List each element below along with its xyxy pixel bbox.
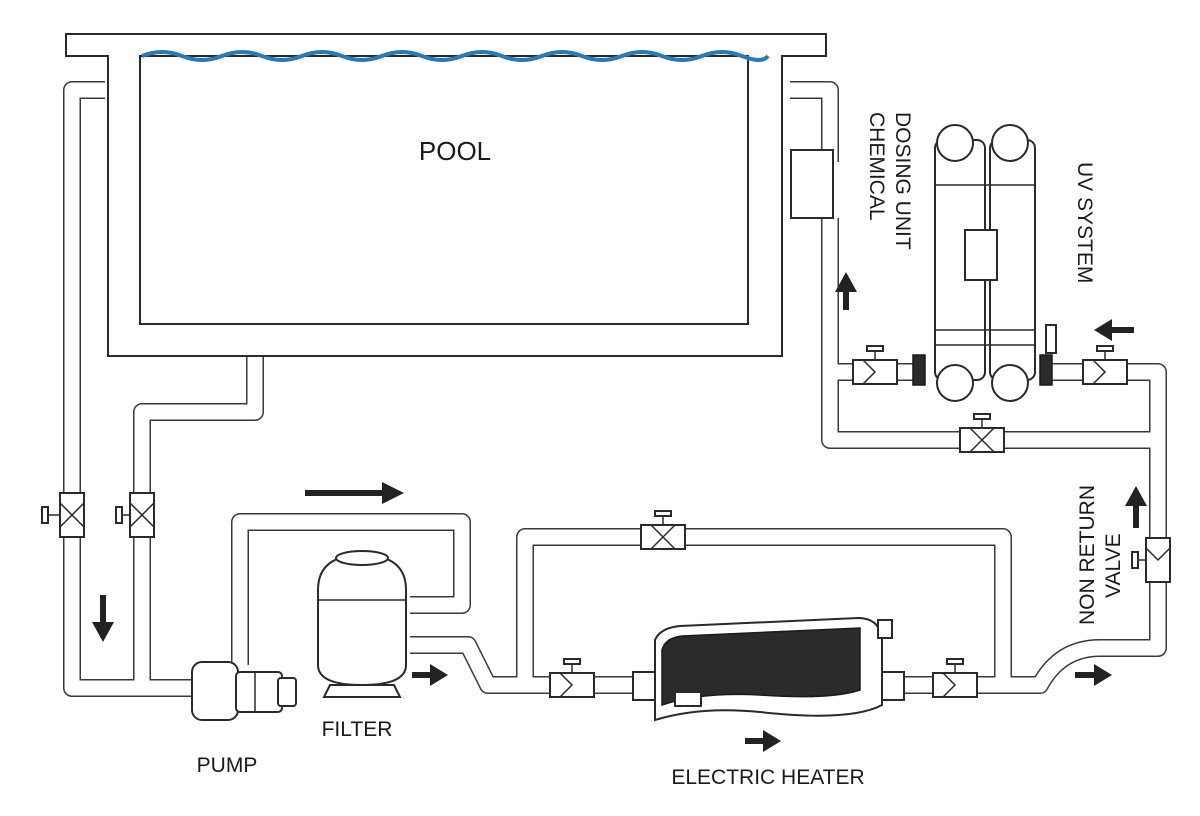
flow-arrow-icon (412, 664, 448, 686)
valve-icon (41, 492, 85, 538)
flow-arrow-icon (1094, 319, 1134, 341)
non-return-label-line1: NON RETURN (1076, 485, 1099, 625)
valves (41, 345, 1171, 698)
chemical-dosing-unit: CHEMICAL DOSING UNIT (790, 112, 914, 250)
uv-system-label: UV SYSTEM (1073, 162, 1096, 283)
pump-label: PUMP (197, 754, 258, 777)
uv-system: UV SYSTEM (912, 124, 1096, 402)
valve-icon (115, 492, 155, 538)
valve-icon (549, 658, 595, 698)
flow-arrow-icon (92, 595, 114, 642)
filter-label: FILTER (322, 718, 393, 741)
heater-label: ELECTRIC HEATER (671, 766, 864, 789)
valve-icon (640, 510, 686, 550)
flow-arrow-icon (1125, 486, 1147, 528)
valve-icon (852, 345, 898, 385)
water-surface (141, 50, 770, 62)
flow-arrow-icon (745, 730, 781, 752)
sand-filter: FILTER (317, 550, 407, 741)
chemical-dosing-label-line2: DOSING UNIT (891, 112, 914, 250)
pool-label: POOL (419, 136, 491, 166)
non-return-valve-icon (1131, 537, 1171, 583)
pool-basin: POOL (65, 33, 827, 357)
valve-icon (932, 658, 978, 698)
electric-heater: ELECTRIC HEATER (632, 616, 905, 789)
flow-arrow-icon (305, 482, 404, 504)
non-return-label-line2: VALVE (1102, 533, 1125, 598)
valve-icon (959, 413, 1005, 453)
chemical-dosing-label-line1: CHEMICAL (865, 112, 888, 221)
flow-arrow-icon (835, 272, 857, 310)
valve-icon (1082, 345, 1128, 385)
flow-arrows (92, 272, 1147, 752)
flow-arrow-icon (1075, 664, 1112, 686)
pump: PUMP (191, 661, 297, 777)
